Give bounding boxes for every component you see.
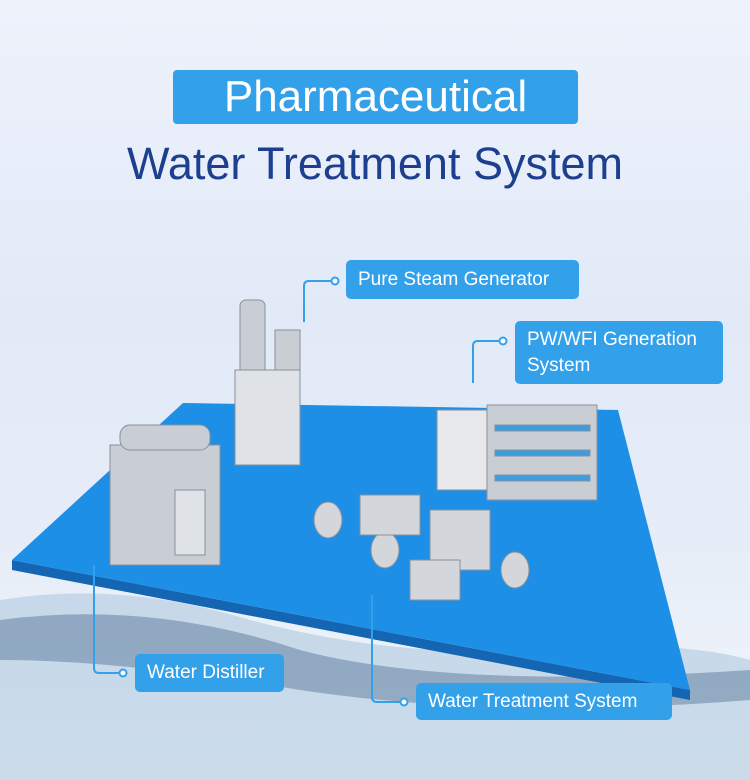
- platform-side: [12, 560, 690, 700]
- pure-steam-generator-machine: [234, 299, 301, 466]
- label-water-treatment-system: Water Treatment System: [416, 683, 672, 720]
- connector-lines: [93, 276, 508, 707]
- subtitle: Water Treatment System: [127, 138, 623, 189]
- label-water-distiller: Water Distiller: [135, 654, 284, 692]
- water-splash: [0, 593, 750, 780]
- water-distiller-machine: [109, 424, 221, 566]
- label-pure-steam-generator: Pure Steam Generator: [346, 260, 579, 299]
- label-pw-wfi-generation-system: PW/WFI Generation System: [515, 321, 723, 384]
- pw-wfi-machine: [436, 404, 598, 501]
- title-banner: Pharmaceutical: [173, 70, 578, 124]
- water-treatment-machine: [313, 494, 530, 601]
